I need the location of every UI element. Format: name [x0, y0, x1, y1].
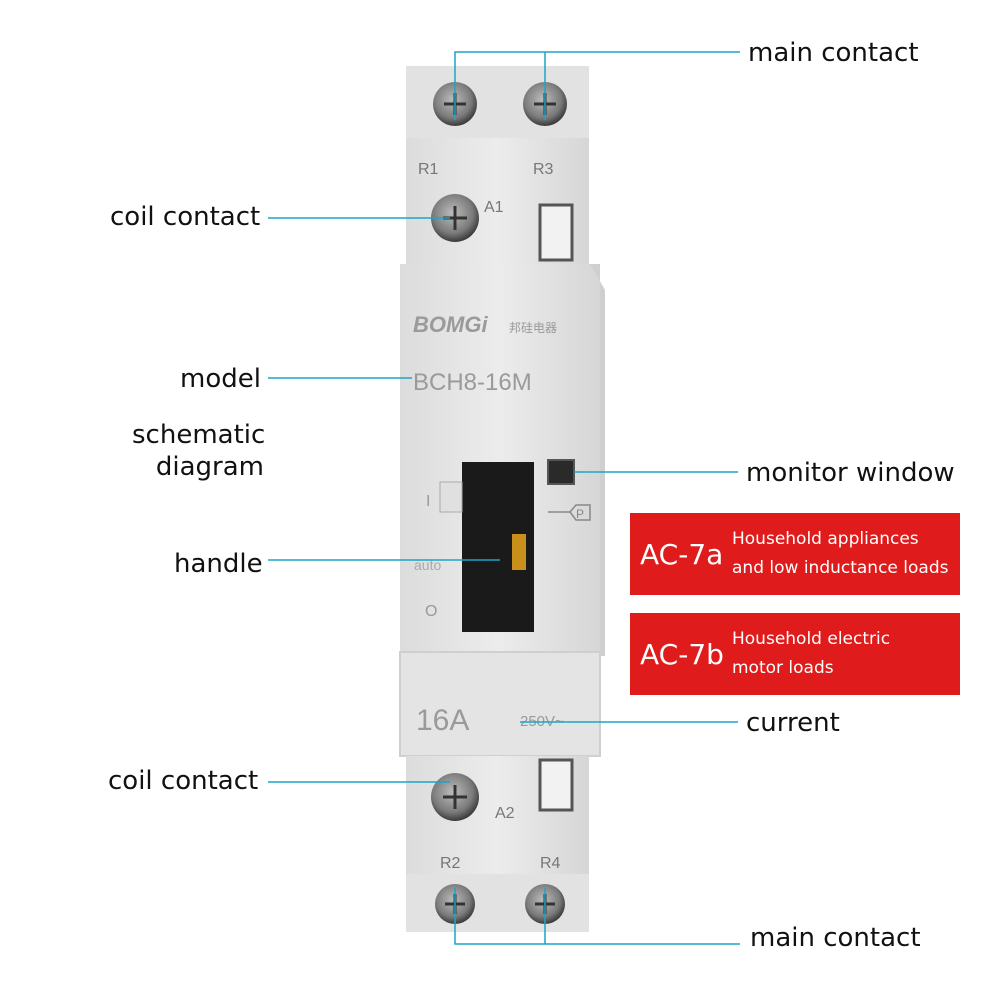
label-handle: handle	[174, 549, 263, 579]
badge-ac7a-line1: Household appliances	[732, 529, 919, 549]
switch-mark-off: O	[425, 603, 437, 620]
bottom-slot	[538, 758, 574, 812]
label-main-contact-top: main contact	[748, 38, 919, 68]
top-slot	[538, 203, 574, 262]
label-monitor-window: monitor window	[746, 458, 955, 488]
switch-mark-p: P	[576, 507, 584, 521]
switch-mark-auto: auto	[414, 557, 441, 573]
badge-ac7a-line2: and low inductance loads	[732, 558, 949, 578]
badge-ac7a-desc: Household appliances and low inductance …	[732, 525, 948, 583]
terminal-label-r4: R4	[540, 855, 561, 872]
badge-ac7b-line2: motor loads	[732, 658, 834, 678]
label-coil-contact-top: coil contact	[110, 202, 261, 232]
brand-cn: 邦硅电器	[509, 321, 557, 335]
p-symbol-outline	[548, 504, 591, 521]
label-schematic-line1: schematic	[132, 420, 266, 450]
handle-indicator	[512, 534, 526, 570]
label-schematic-line2: diagram	[155, 452, 264, 482]
rating-current: 16A	[416, 704, 469, 737]
switch-mark-on: I	[426, 493, 430, 510]
leader-main-contact-top	[454, 51, 740, 120]
badge-ac7b-line1: Household electric	[732, 629, 891, 649]
leader-main-contact-bottom	[454, 888, 740, 945]
model-print: BCH8-16M	[413, 369, 532, 396]
badge-ac7b-desc: Household electric motor loads	[732, 625, 890, 683]
terminal-label-a2: A2	[495, 805, 515, 822]
screw-a2	[431, 773, 479, 821]
badge-ac7a-code: AC-7a	[640, 537, 724, 571]
terminal-label-r3: R3	[533, 161, 554, 178]
brand-logo: BOMGi	[413, 312, 488, 337]
terminal-label-r2: R2	[440, 855, 461, 872]
label-current: current	[746, 708, 840, 738]
badge-ac7b-code: AC-7b	[640, 637, 724, 671]
label-coil-contact-bottom: coil contact	[108, 766, 259, 796]
badge-ac7b: AC-7b Household electric motor loads	[630, 613, 960, 695]
label-main-contact-bottom: main contact	[750, 923, 921, 953]
leader-lines	[268, 51, 740, 945]
monitor-window	[547, 459, 575, 485]
label-model: model	[180, 364, 261, 394]
terminal-label-r1: R1	[418, 161, 439, 178]
badge-ac7a: AC-7a Household appliances and low induc…	[630, 513, 960, 595]
terminal-label-a1: A1	[484, 199, 504, 216]
rating-strip	[399, 651, 601, 757]
